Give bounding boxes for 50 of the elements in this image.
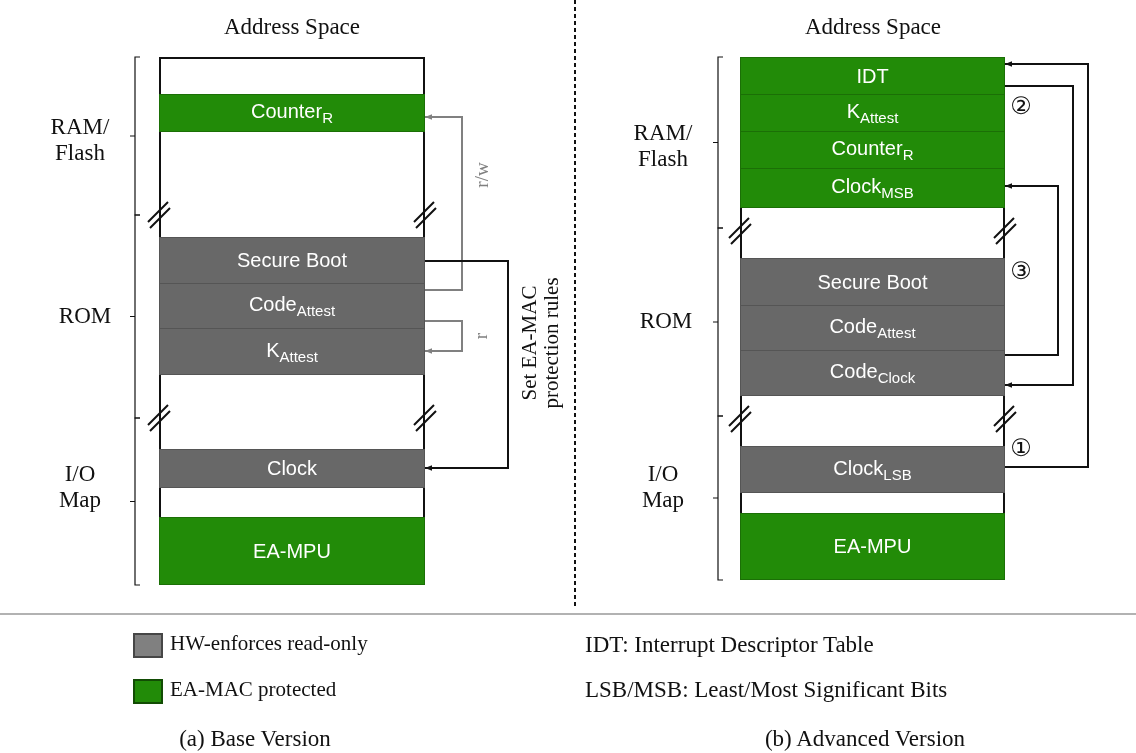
legend-label: HW-enforces read-only: [170, 631, 368, 656]
memory-block: [740, 131, 1005, 169]
block-label: Secure Boot: [236, 249, 348, 272]
memory-block: [740, 513, 1005, 580]
block-label: K$_{Attest}$: [266, 338, 318, 365]
region-label: RAM/ Flash: [632, 120, 694, 173]
memory-block: [159, 517, 425, 585]
block-label: Secure Boot: [817, 270, 928, 294]
block-label: Code$_{Attest}$: [248, 293, 336, 319]
memory-block: [159, 94, 425, 132]
region-label: RAM/ Flash: [49, 114, 111, 167]
block-label: Code$_{Clock}$: [829, 360, 916, 386]
region-label: I/O Map: [57, 461, 103, 514]
region-label: ROM: [57, 303, 113, 330]
block-label: Clock$_{MSB}$: [831, 175, 914, 201]
memory-block: [740, 94, 1005, 132]
block-label: EA-MPU: [253, 539, 331, 563]
block-label: Clock$_{LSB}$: [833, 456, 912, 483]
memory-block: [740, 350, 1005, 396]
block-label: EA-MPU: [833, 535, 912, 558]
arrow: [424, 260, 509, 471]
caption: (a) Base Version: [178, 726, 332, 753]
block-label: Clock: [267, 457, 317, 480]
block-label: Counter$_{R}$: [251, 100, 333, 126]
arrow: [1004, 61, 1089, 468]
block-label: K$_{Attest}$: [846, 100, 899, 126]
caption: (b) Advanced Version: [763, 726, 967, 753]
legend-label: EA-MAC protected: [170, 677, 337, 702]
region-label: ROM: [638, 308, 694, 335]
note: IDT: Interrupt Descriptor Table: [585, 632, 875, 659]
heading: Address Space: [222, 13, 361, 41]
arrow: [424, 320, 463, 354]
memory-block: [159, 328, 425, 375]
memory-block: [740, 57, 1005, 95]
block-label: IDT: [856, 64, 889, 88]
block-label: Counter$_{R}$: [831, 137, 914, 163]
arrow: [1004, 85, 1074, 388]
memory-block: [740, 446, 1005, 493]
arrow: [1004, 183, 1059, 356]
region-label: I/O Map: [640, 461, 686, 514]
memory-block: [740, 305, 1005, 351]
memory-block: [740, 258, 1005, 306]
memory-block: [740, 168, 1005, 208]
note: LSB/MSB: Least/Most Significant Bits: [585, 677, 949, 704]
heading: Address Space: [803, 13, 942, 41]
memory-block: [159, 237, 425, 284]
block-label: Code$_{Attest}$: [829, 315, 916, 341]
memory-block: [159, 283, 425, 329]
memory-block: [159, 449, 425, 488]
arrow: [424, 114, 463, 291]
